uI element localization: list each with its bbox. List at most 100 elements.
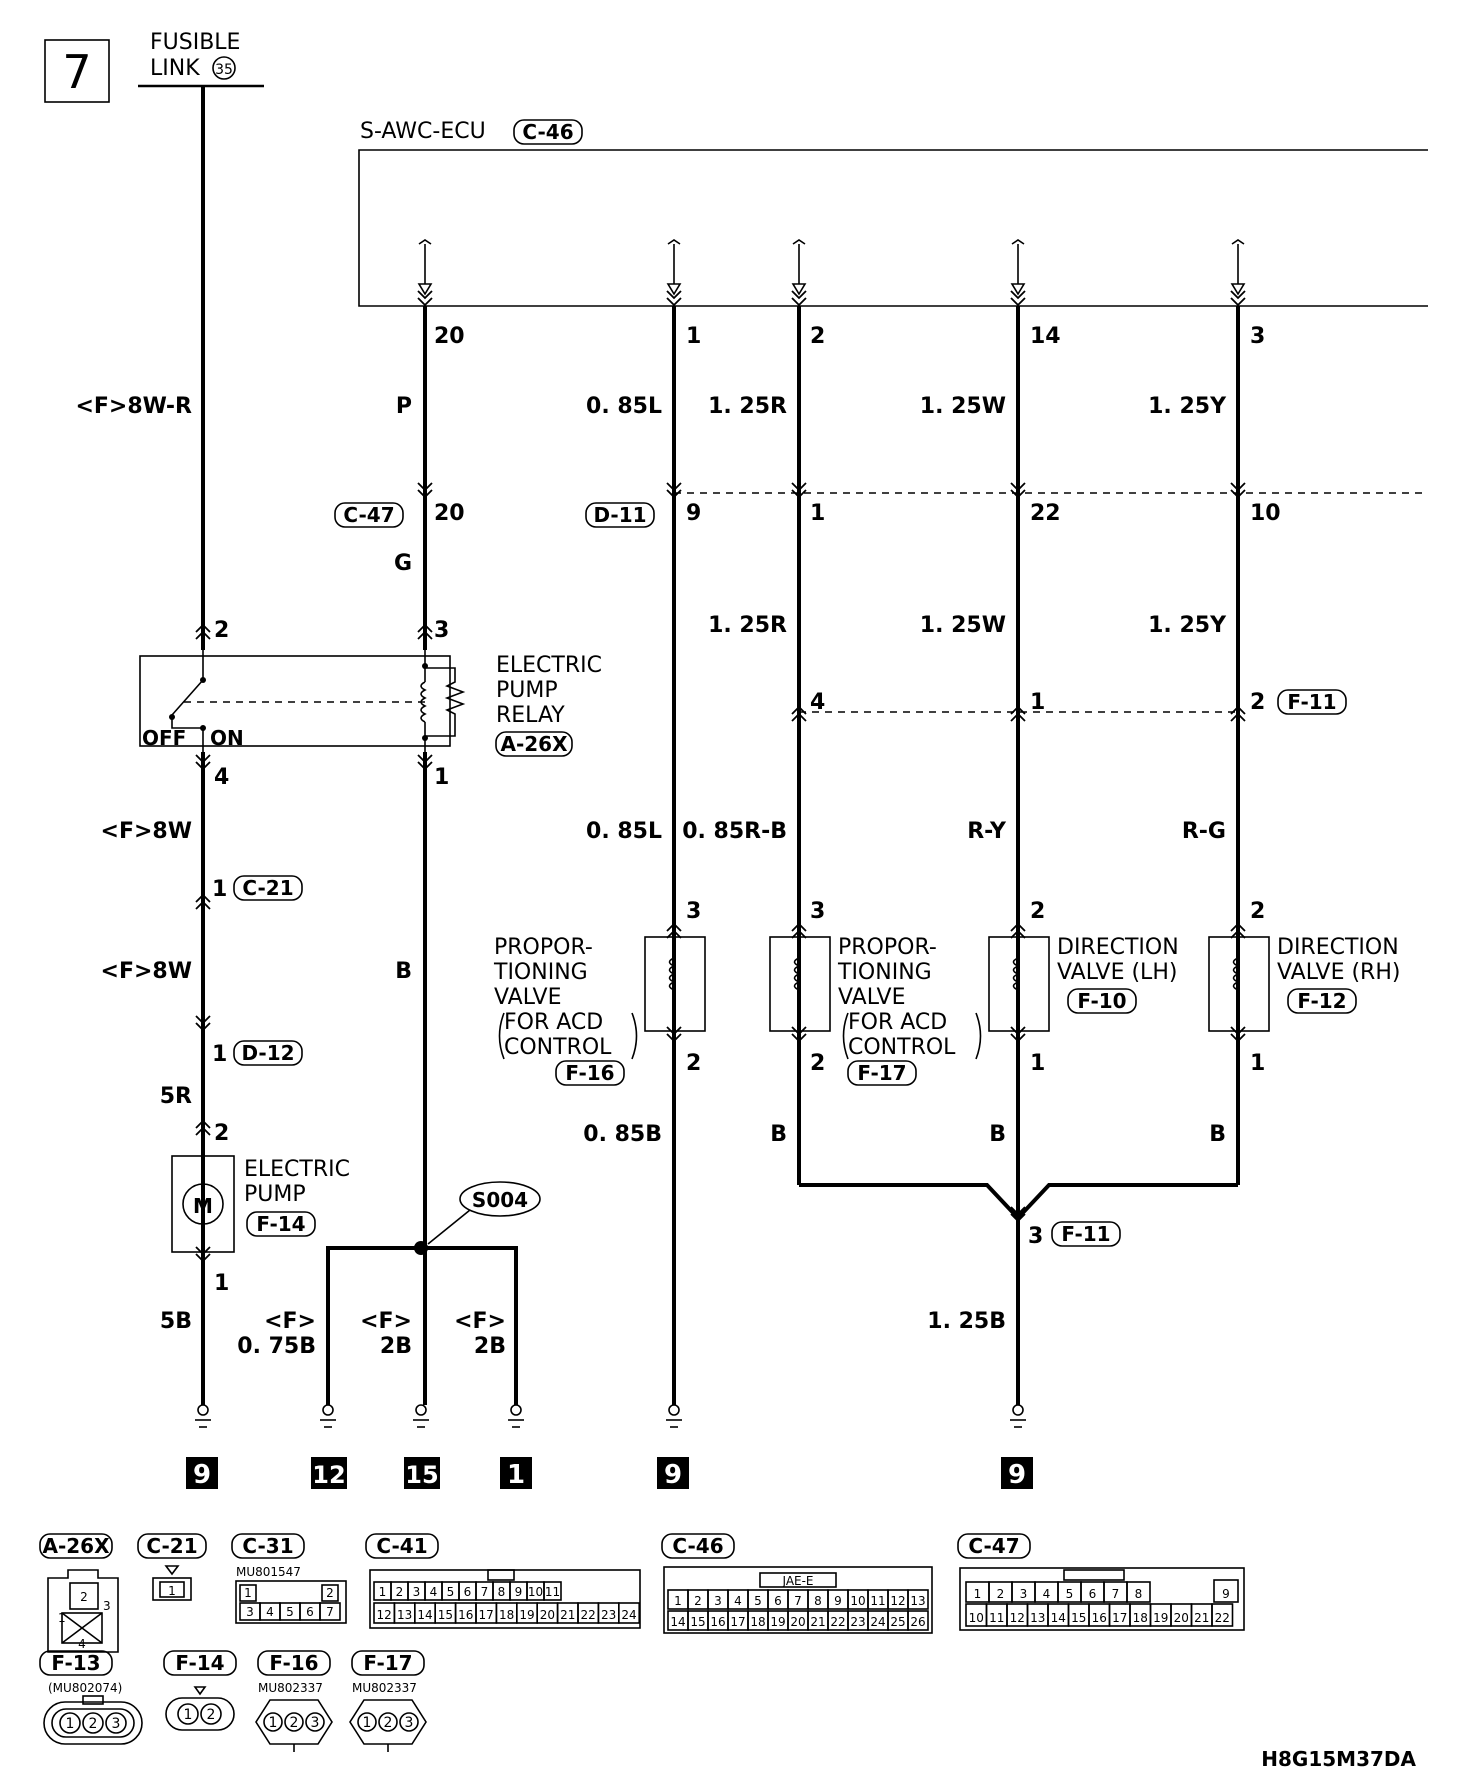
- f13-pin-circle: [82, 1712, 104, 1734]
- valve-coils: [644, 936, 1270, 1032]
- a26x-pin: 4: [78, 1637, 86, 1651]
- valve1-paren: [498, 1012, 638, 1060]
- c47-pin: 10: [969, 1611, 984, 1625]
- c41-pin: 9: [515, 1585, 523, 1599]
- c46-pin: 14: [670, 1615, 685, 1629]
- wire-label: G: [394, 551, 412, 576]
- c41-pin: 7: [481, 1585, 489, 1599]
- c47-pin: 1: [974, 1587, 982, 1601]
- wire-label: <F>: [360, 1309, 412, 1334]
- pin-number: 22: [1030, 501, 1061, 526]
- connector-f11: F-11: [1287, 690, 1336, 714]
- wire-label: B: [1209, 1122, 1226, 1147]
- c46-pin: 19: [770, 1615, 785, 1629]
- legend-label: F-13: [51, 1651, 100, 1675]
- wire-label: <F>8W-R: [75, 394, 192, 419]
- ground-badge: 1: [507, 1460, 525, 1490]
- f17-pin-circle: [357, 1712, 377, 1732]
- pin-number: 4: [810, 690, 825, 715]
- f16-pin-circle: [263, 1712, 283, 1732]
- f17-pin: 2: [384, 1715, 393, 1731]
- f14-pin: 1: [184, 1707, 193, 1723]
- valve-rh-label-1: DIRECTION: [1277, 935, 1399, 960]
- wire-label: 0. 85L: [586, 819, 662, 844]
- connector-c21: C-21: [242, 876, 293, 900]
- c41-pin: 6: [464, 1585, 472, 1599]
- wire-label: <F>: [454, 1309, 506, 1334]
- c41-pin: 12: [377, 1608, 392, 1622]
- valve1-label-4: FOR ACD: [504, 1010, 603, 1035]
- pin-numbers: 20 9 1 22 10 2 3 4 1 4 1 2 1 1 2 1 3 2 3…: [212, 501, 1281, 1296]
- splice-badge: [459, 1181, 541, 1217]
- c46-pin: 1: [674, 1594, 682, 1608]
- c31-cell: [321, 1584, 339, 1602]
- a26x-pin: 2: [80, 1590, 88, 1604]
- fusible-link-number: 35: [215, 62, 233, 78]
- connector-f17: F-17: [857, 1061, 906, 1085]
- splice-label: S004: [472, 1188, 528, 1212]
- electric-pump-relay-box: [139, 655, 451, 747]
- wire-label: 1. 25Y: [1148, 613, 1227, 638]
- wire-label: 2B: [474, 1334, 506, 1359]
- ecu-pin-2: 2: [810, 324, 825, 349]
- f17-part-number: MU802337: [352, 1681, 417, 1695]
- c41-cell: [543, 1581, 562, 1601]
- c31-pin: 5: [286, 1605, 294, 1619]
- valve1-label-2: TIONING: [493, 960, 588, 985]
- c46-pin: 17: [730, 1615, 745, 1629]
- c47-pin: 6: [1089, 1587, 1097, 1601]
- valve2-label-3: VALVE: [838, 985, 905, 1010]
- c41-pin: 1: [379, 1585, 387, 1599]
- f13-pin-circle: [105, 1712, 127, 1734]
- c47-pin: 5: [1066, 1587, 1074, 1601]
- connector-d12: D-12: [241, 1041, 294, 1065]
- c47-pin: 3: [1020, 1587, 1028, 1601]
- ground-badge: 9: [664, 1460, 682, 1490]
- f16-pin-circle: [284, 1712, 304, 1732]
- fusible-link-number-circle: [212, 56, 236, 80]
- c46-pin: 3: [714, 1594, 722, 1608]
- f16-face: [255, 1699, 333, 1752]
- c41-cell: [617, 1602, 640, 1624]
- c47-pin: 21: [1194, 1611, 1209, 1625]
- c41-pin: 15: [438, 1608, 453, 1622]
- c47-pin: 9: [1222, 1587, 1230, 1601]
- wire-label: B: [989, 1122, 1006, 1147]
- c47-pin: 18: [1133, 1611, 1148, 1625]
- pin-number: 3: [434, 618, 449, 643]
- pin-number: 1: [434, 765, 449, 790]
- pin-number: 2: [1250, 899, 1265, 924]
- c41-pin: 11: [545, 1585, 560, 1599]
- c47-pin: 14: [1051, 1611, 1066, 1625]
- ground-symbols: [194, 1404, 1027, 1428]
- valve-lh-label-1: DIRECTION: [1057, 935, 1179, 960]
- c46-pin: 24: [870, 1615, 885, 1629]
- splice-dot: [414, 1241, 428, 1255]
- c31-pin: 2: [326, 1586, 334, 1600]
- electric-pump-symbol: M: [193, 1194, 213, 1218]
- fusible-link-label-1: FUSIBLE: [150, 30, 240, 55]
- f13-face: [43, 1695, 143, 1745]
- f13-pin-circle: [59, 1712, 81, 1734]
- c41-pin: 13: [397, 1608, 412, 1622]
- connector-legend: A-26X C-21 C-31 C-41 C-46 C-47 F-13 F-14…: [39, 1533, 1031, 1676]
- ecu-pin-1: 1: [686, 324, 701, 349]
- c47-cell: [1211, 1603, 1234, 1627]
- connector-f16: F-16: [565, 1061, 614, 1085]
- c31-cell: [319, 1602, 341, 1621]
- wire-label: 5B: [160, 1309, 192, 1334]
- c46-pin: 23: [850, 1615, 865, 1629]
- c41-pin: 8: [498, 1585, 506, 1599]
- connector-f11: F-11: [1061, 1222, 1110, 1246]
- c41-pin: 10: [528, 1585, 543, 1599]
- legend-label: C-41: [376, 1534, 427, 1558]
- c46-pin: 16: [710, 1615, 725, 1629]
- c41-pin: 24: [621, 1608, 636, 1622]
- connector-f12: F-12: [1297, 989, 1346, 1013]
- wire-label: 2B: [380, 1334, 412, 1359]
- c41-pin: 16: [458, 1608, 473, 1622]
- pin-number: 3: [810, 899, 825, 924]
- fusible-link-label-2: LINK: [150, 56, 200, 81]
- c31-pin: 4: [266, 1605, 274, 1619]
